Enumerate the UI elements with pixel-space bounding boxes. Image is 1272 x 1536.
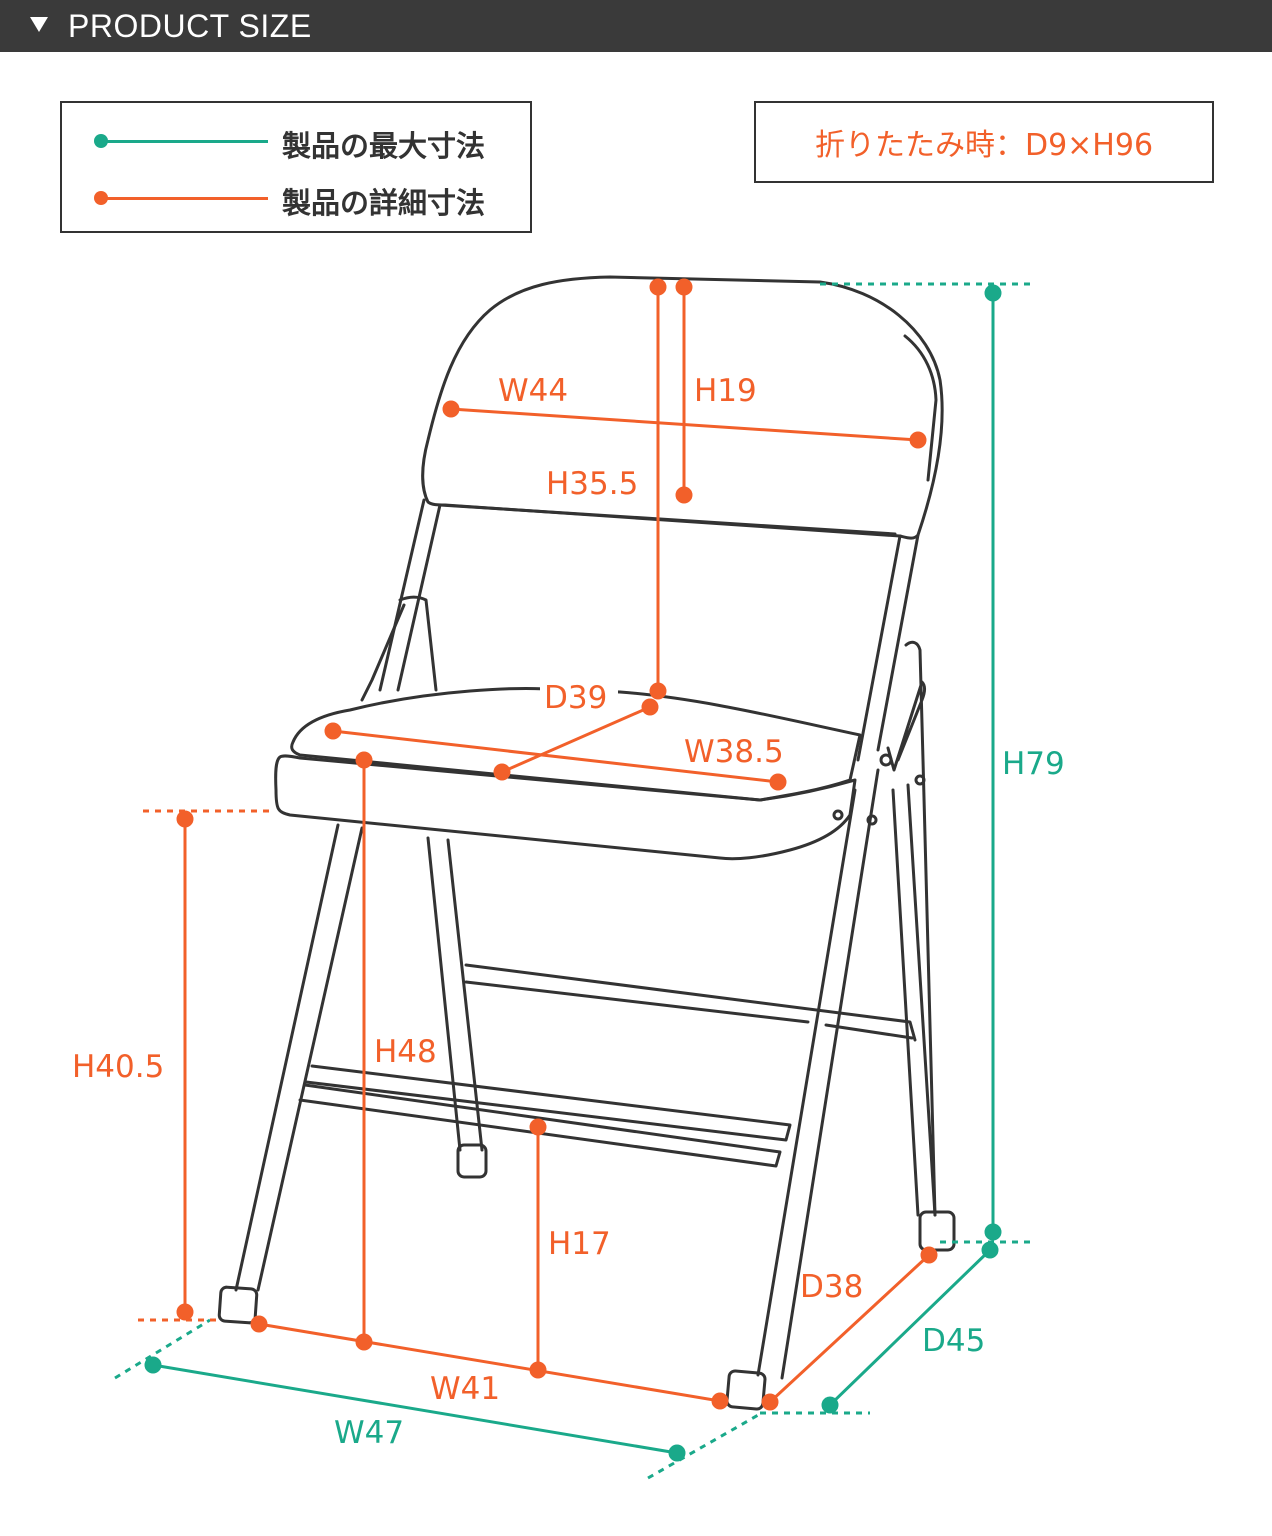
hinge-right [886, 640, 937, 1217]
crossbar-rear [464, 963, 917, 1042]
h79-dot-icon [984, 1223, 1002, 1241]
legend-detail-label: 製品の詳細寸法 [282, 186, 486, 220]
foot-front-right [725, 1369, 767, 1411]
folded-size-box: 折りたたみ時：D9×H96 [754, 101, 1214, 183]
w47-extension-left [114, 1318, 211, 1380]
w47-dot-icon [668, 1444, 686, 1462]
label-h40-5: H40.5 [72, 1049, 164, 1085]
crossbar-mid [304, 1064, 792, 1142]
w385-dot-icon [324, 722, 342, 740]
detail-dimension-lines [138, 278, 938, 1411]
h405-dot-icon [176, 810, 194, 828]
frame-right-upright [856, 533, 920, 762]
d39-dot-icon [493, 763, 511, 781]
w41-dot-icon [711, 1392, 729, 1410]
legend-max-dot-icon [94, 134, 108, 148]
d45-dot-icon [821, 1396, 839, 1414]
foot-front-left [217, 1285, 259, 1325]
w41-line [258, 1322, 721, 1403]
w44-dot-icon [909, 431, 927, 449]
label-d39: D39 [544, 680, 607, 716]
label-w47: W47 [334, 1415, 404, 1451]
section-title: PRODUCT SIZE [68, 8, 312, 44]
w385-dot-icon [769, 773, 787, 791]
label-h19: H19 [694, 373, 757, 409]
d45-line [828, 1248, 992, 1407]
d38-dot-icon [761, 1393, 779, 1411]
d39-line [501, 705, 651, 774]
leg-rear-right [891, 783, 937, 1217]
dimension-labels: W44 H19 H35.5 D39 W38.5 H79 H40.5 H48 H1… [72, 373, 1065, 1451]
h19-dot-icon [675, 486, 693, 504]
label-w44: W44 [498, 373, 568, 409]
rivet [914, 774, 926, 786]
label-w38-5: W38.5 [684, 734, 784, 770]
foot-rear-right [918, 1210, 956, 1252]
h35-dot-icon [649, 278, 667, 296]
legend-item-detail: 製品の詳細寸法 [62, 178, 530, 220]
legend-max-line [100, 140, 268, 143]
rivet [879, 753, 893, 767]
leg-rear-left [426, 836, 484, 1152]
legend-item-max: 製品の最大寸法 [62, 121, 530, 163]
legend-detail-dot-icon [94, 191, 108, 205]
h35-dot-icon [649, 682, 667, 700]
label-h17: H17 [548, 1226, 611, 1262]
foot-rear-left [456, 1143, 488, 1179]
frame-left-upright [378, 498, 442, 692]
triangle-down-icon [30, 17, 48, 32]
legend-max-label: 製品の最大寸法 [282, 129, 486, 163]
backrest [421, 275, 944, 540]
hinge-left [360, 595, 438, 702]
legend: 製品の最大寸法 製品の詳細寸法 [60, 101, 532, 233]
chair-outline [217, 275, 956, 1411]
d39-label-bg [540, 680, 618, 712]
label-d45: D45 [922, 1323, 985, 1359]
leg-front-right [756, 768, 880, 1380]
legend-detail-line [100, 197, 268, 200]
d38-dot-icon [920, 1246, 938, 1264]
backrest-bottom [438, 503, 897, 536]
rivet [832, 809, 844, 821]
label-w41: W41 [430, 1371, 500, 1407]
d38-line [768, 1253, 931, 1404]
max-dimension-lines [114, 282, 1030, 1480]
h19-dot-icon [675, 278, 693, 296]
h48-dot-icon [355, 751, 373, 769]
header-bar: PRODUCT SIZE [0, 0, 1272, 52]
folded-size-label: 折りたたみ時：D9×H96 [814, 128, 1154, 163]
rivet [866, 814, 878, 826]
w385-line [332, 729, 779, 784]
h79-dot-icon [984, 284, 1002, 302]
label-h35-5: H35.5 [546, 466, 638, 502]
h405-dot-icon [176, 1303, 194, 1321]
d39-dot-icon [641, 698, 659, 716]
w41-dot-icon [250, 1315, 268, 1333]
w47-dot-icon [144, 1356, 162, 1374]
label-h48: H48 [374, 1034, 437, 1070]
h17-dot-icon [529, 1118, 547, 1136]
w44-line [450, 407, 919, 442]
w47-line [152, 1363, 678, 1455]
label-d38: D38 [800, 1269, 863, 1305]
backrest-edge [903, 334, 938, 482]
w44-dot-icon [442, 400, 460, 418]
d45-dot-icon [981, 1241, 999, 1259]
label-h79: H79 [1002, 746, 1065, 782]
leg-front-left [234, 823, 364, 1292]
seat-front [274, 754, 857, 861]
w47-extension-right [647, 1412, 761, 1480]
